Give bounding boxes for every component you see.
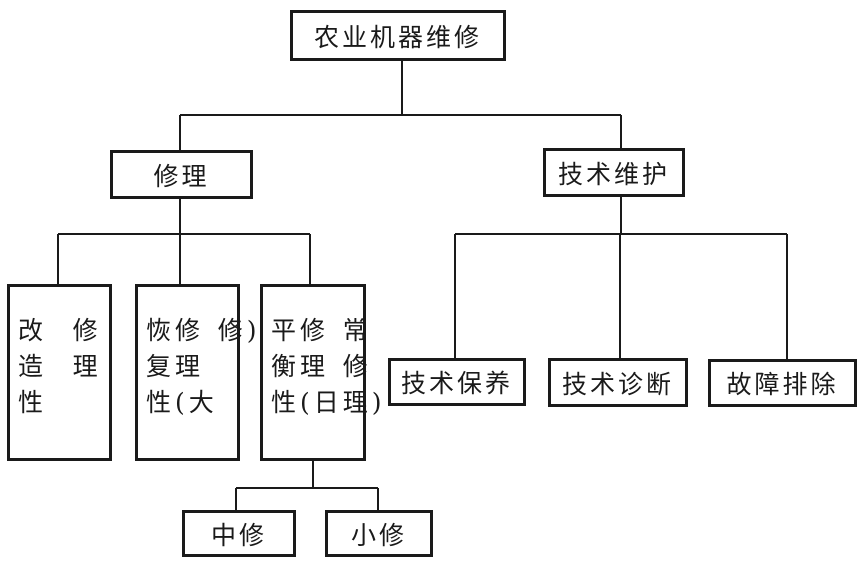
node-text-line: 修) [217,316,261,345]
node-restoration-repair: 恢复性 修理(大 修) [135,284,257,461]
node-medium-repair: 中修 [182,510,296,557]
node-text-line: 常修理) [342,316,386,417]
node-text-line: 恢复性 [146,316,176,417]
node-technical-upkeep: 技术保养 [388,358,526,406]
node-agricultural-machinery-repair: 农业机器维修 [290,10,506,61]
node-text-line: 改造性 [18,316,48,417]
node-balancing-repair: 平衡性 修理(日 常修理) [260,284,382,461]
node-text-line: 修理(大 [175,316,218,417]
node-technical-diagnosis: 技术诊断 [548,358,688,407]
node-troubleshooting: 故障排除 [708,359,857,407]
node-minor-repair: 小修 [325,510,433,557]
node-modification-repair: 改造性 修理 [7,284,112,461]
node-technical-maintenance: 技术维护 [543,148,685,197]
node-repair: 修理 [110,150,253,199]
node-text-line: 修理(日 [300,316,343,417]
node-text-line: 平衡性 [271,316,301,417]
node-text-line: 修理 [72,316,102,381]
